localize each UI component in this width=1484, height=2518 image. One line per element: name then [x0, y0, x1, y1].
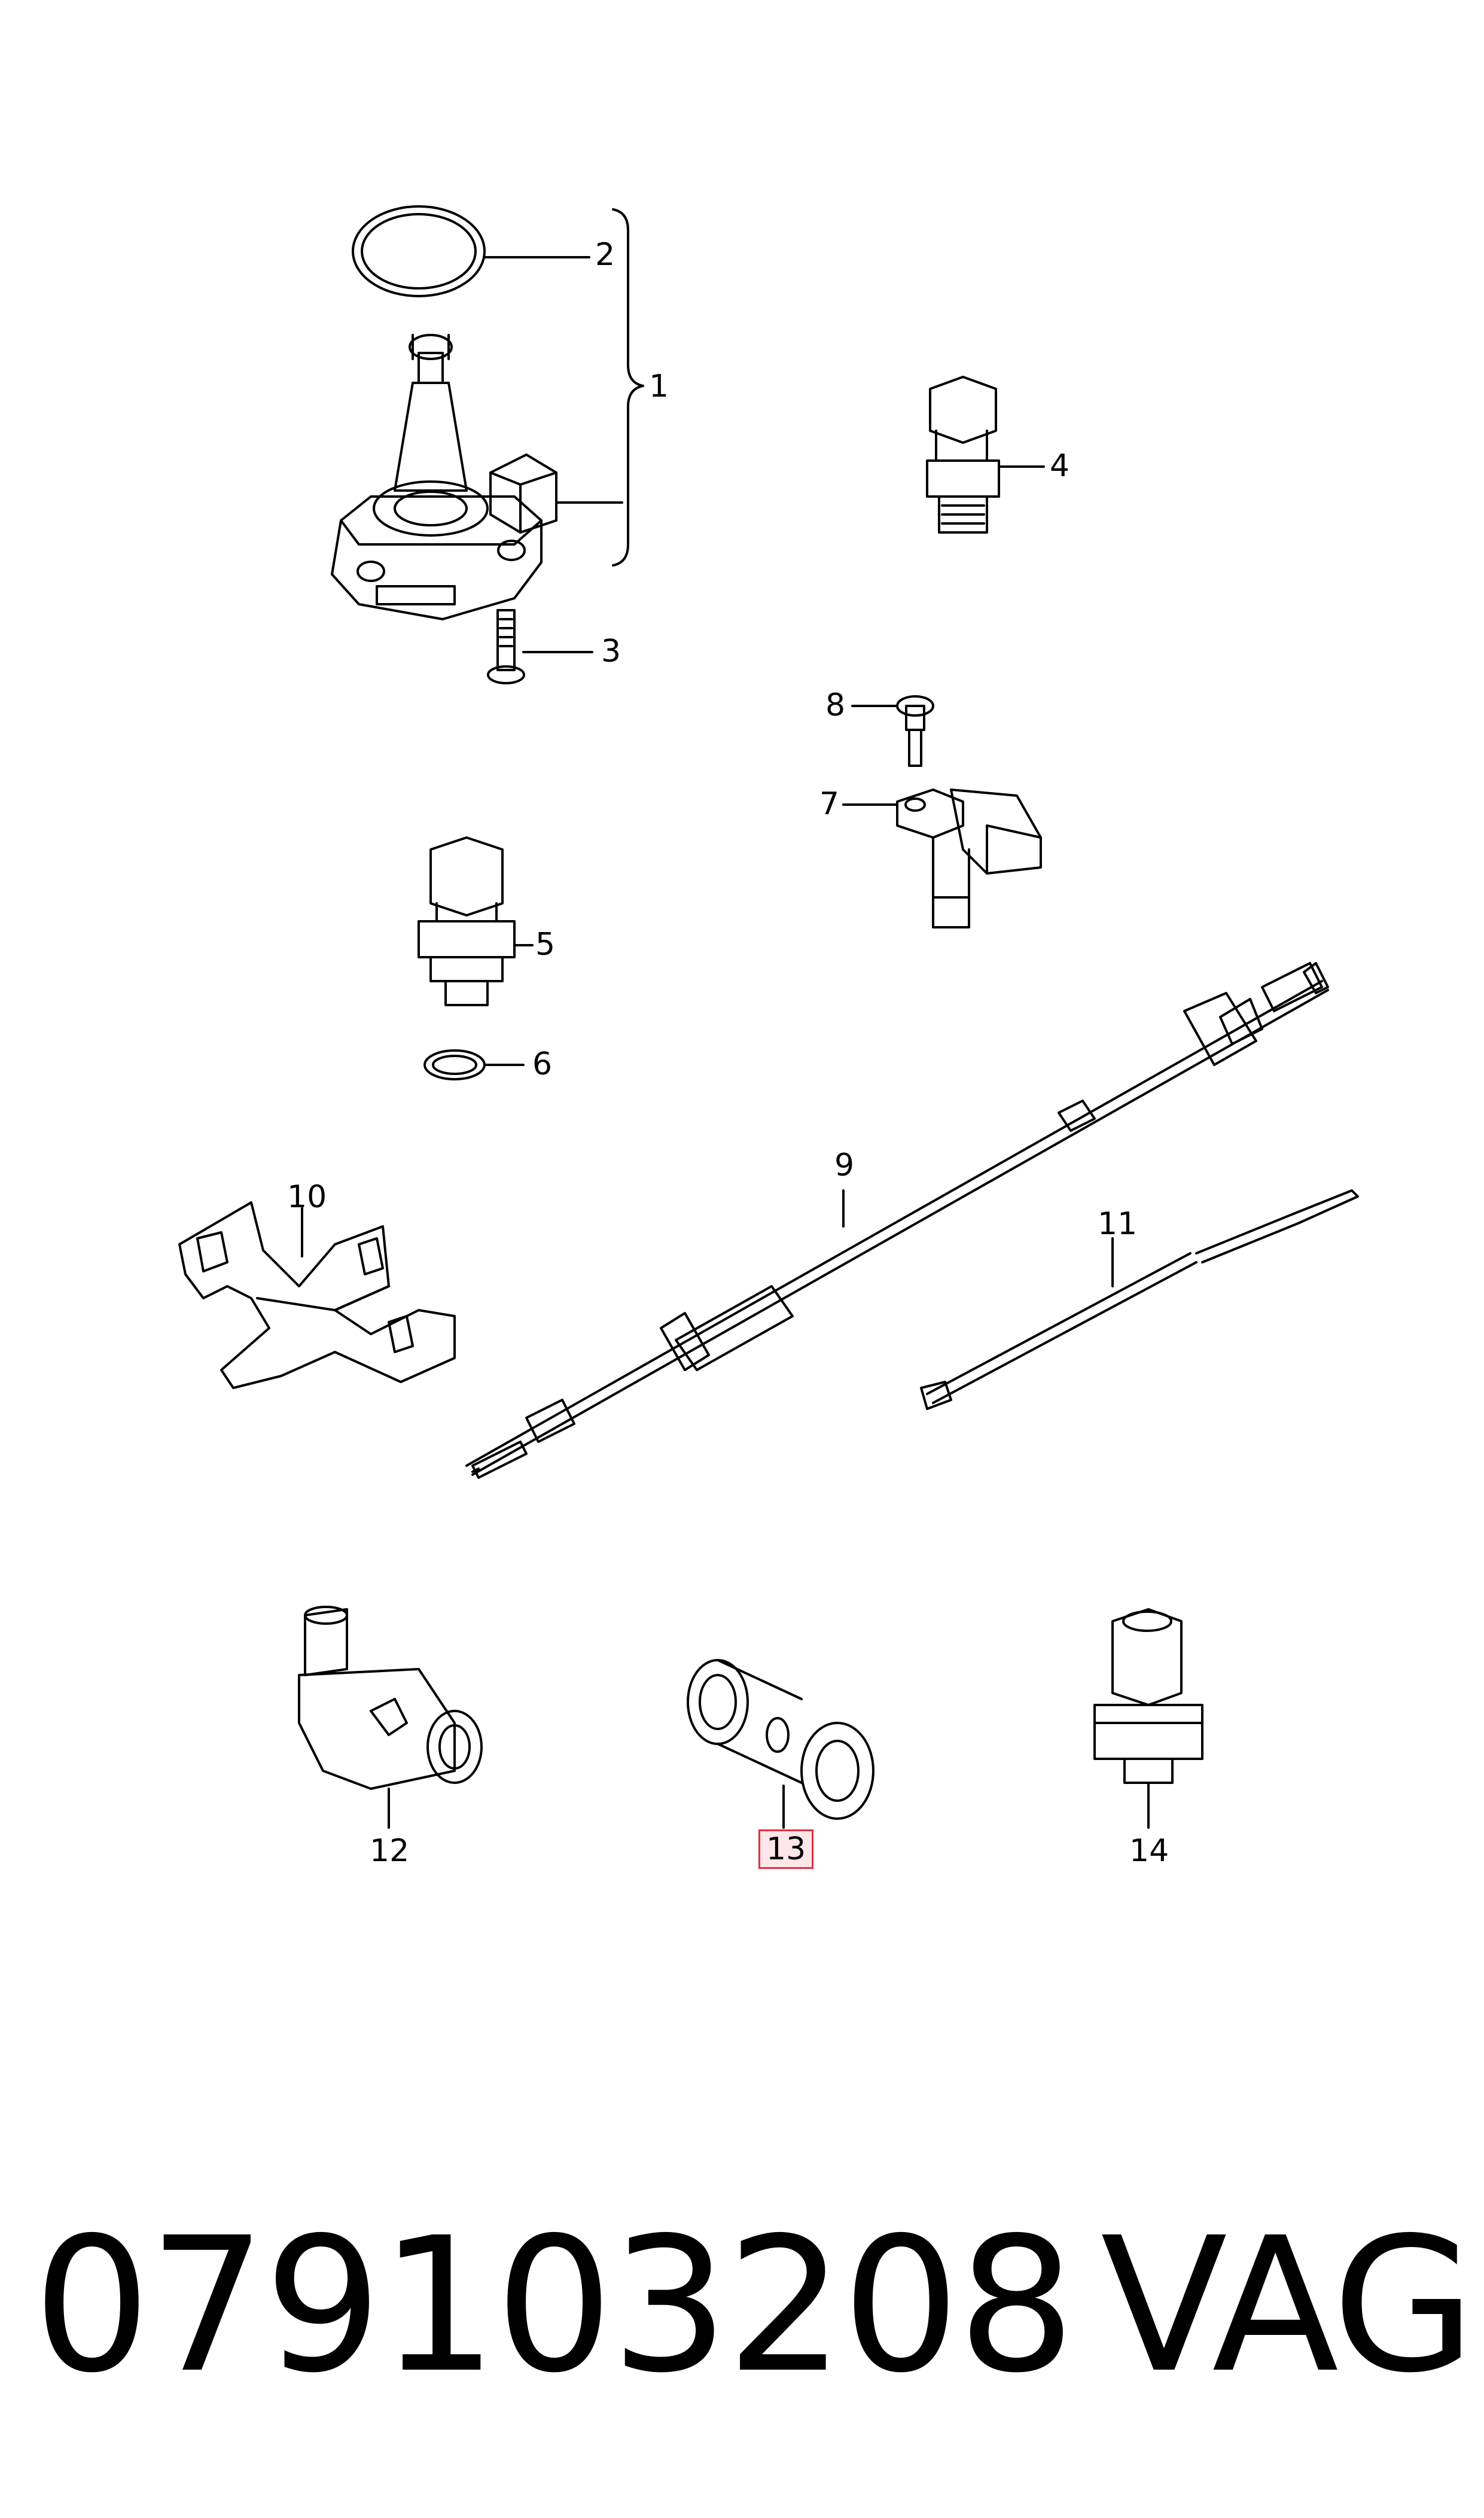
part-14-oil-pressure-switch — [1093, 1608, 1203, 1829]
callout-7[interactable]: 7 — [819, 786, 840, 822]
part-11-cable-tie — [920, 1189, 1359, 1410]
part-1-oil-level-sensor — [331, 334, 623, 620]
part-3-bolt — [487, 609, 593, 684]
part-13-banjo-bolt — [687, 1659, 874, 1829]
callout-14[interactable]: 14 — [1129, 1833, 1169, 1869]
callout-1[interactable]: 1 — [649, 369, 669, 404]
group-bracket — [612, 208, 644, 567]
part-7-speed-sensor — [842, 788, 1042, 928]
callout-10[interactable]: 10 — [287, 1179, 327, 1215]
callout-12[interactable]: 12 — [370, 1833, 410, 1869]
callout-2[interactable]: 2 — [595, 237, 615, 273]
part-12-solenoid-valve — [298, 1606, 483, 1829]
callout-6[interactable]: 6 — [532, 1046, 553, 1082]
part-5-sensor — [418, 836, 534, 1006]
callout-13[interactable]: 13 — [758, 1829, 814, 1869]
part-6-seal-ring — [423, 1049, 525, 1080]
part-2-o-ring — [352, 205, 590, 297]
callout-4[interactable]: 4 — [1050, 448, 1070, 484]
part-4-pressure-switch — [926, 376, 1045, 534]
part-8-bolt — [851, 695, 934, 767]
part-9-temperature-sender — [465, 962, 1329, 1479]
callout-5[interactable]: 5 — [535, 927, 556, 963]
callout-8[interactable]: 8 — [825, 687, 846, 723]
brand-label: VAG — [1101, 2198, 1476, 2414]
callout-11[interactable]: 11 — [1098, 1206, 1138, 1242]
parts-diagram — [178, 205, 1359, 1829]
callout-3[interactable]: 3 — [601, 634, 621, 669]
part-10-holder — [178, 1201, 456, 1389]
callout-9[interactable]: 9 — [834, 1147, 855, 1183]
part-number: 079103208 — [33, 2198, 1075, 2414]
